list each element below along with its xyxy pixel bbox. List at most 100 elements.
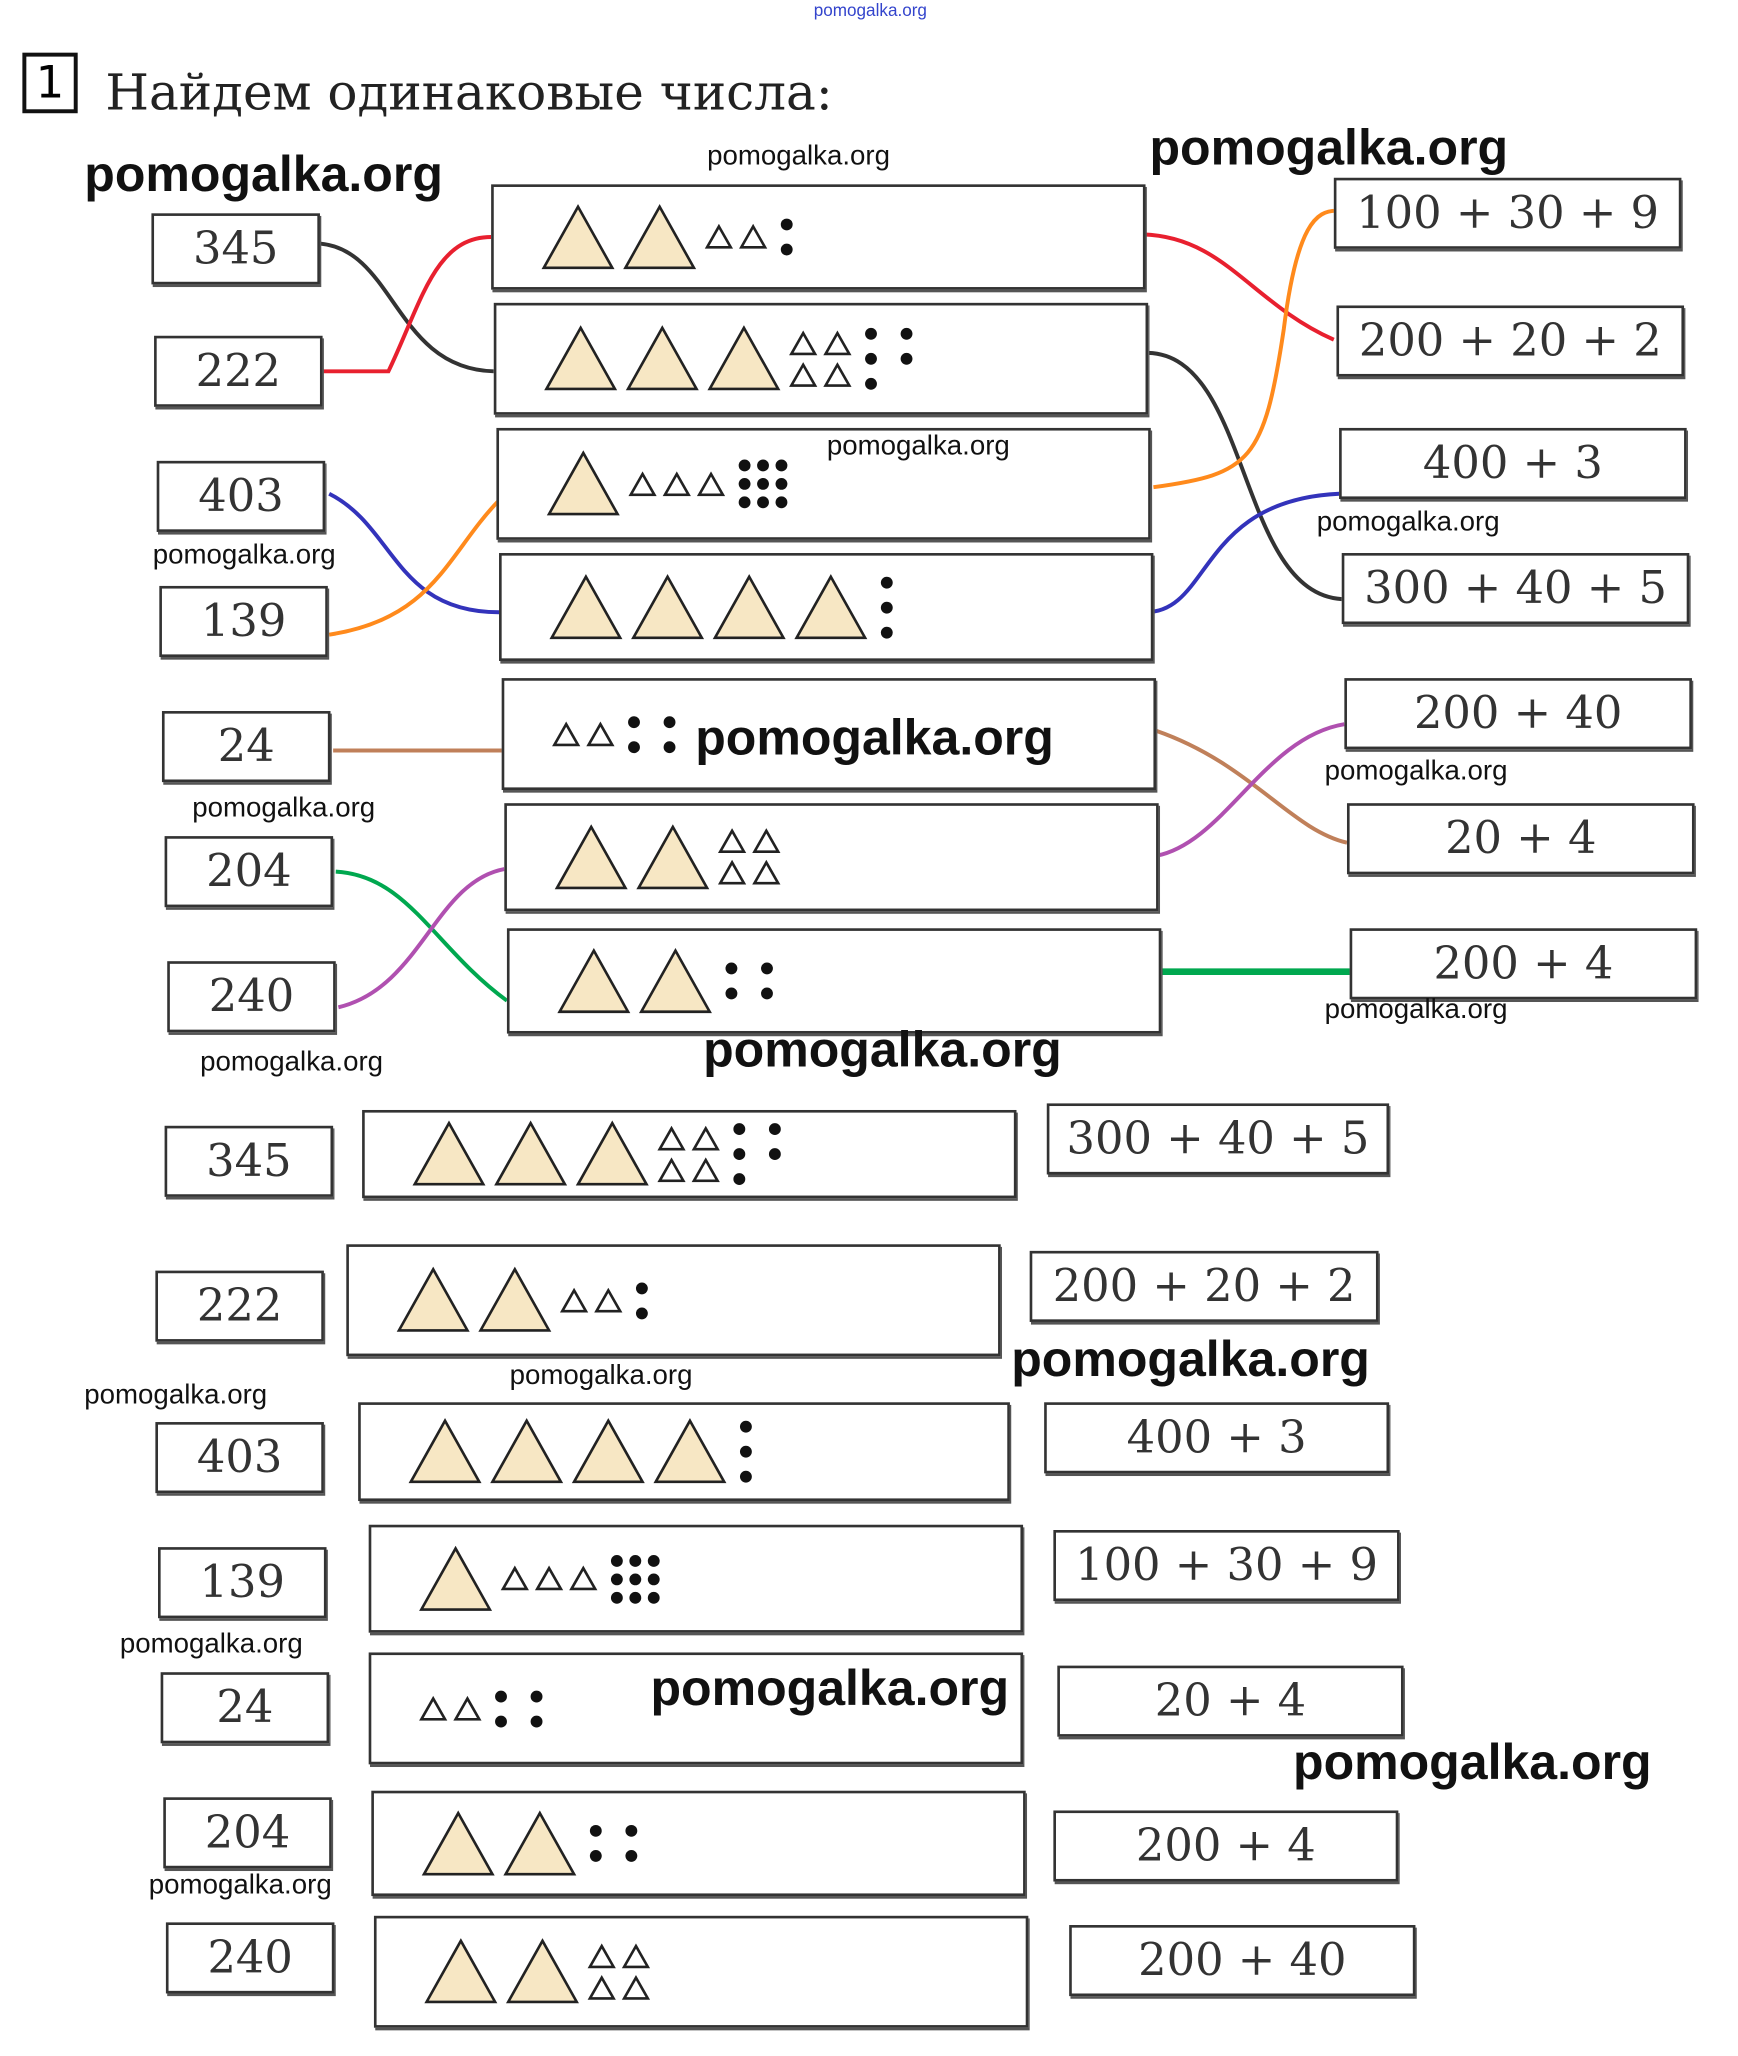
triangle-model-card[interactable] xyxy=(491,184,1146,290)
watermark: pomogalka.org xyxy=(1324,755,1508,787)
triangle-model-card[interactable] xyxy=(373,1915,1029,2028)
sum-box[interactable]: 200 + 4 xyxy=(1349,928,1698,1000)
green-connection-line xyxy=(335,869,509,1003)
dot-icon xyxy=(733,1173,746,1186)
watermark: pomogalka.org xyxy=(703,1023,1062,1079)
small-triangle-icon xyxy=(823,330,852,355)
dot-icon xyxy=(647,1591,660,1604)
watermark: pomogalka.org xyxy=(509,1360,693,1391)
large-triangle-icon xyxy=(571,1418,645,1484)
exercise-title: Найдем одинаковые числа: xyxy=(105,63,833,122)
small-triangle-icon xyxy=(662,470,691,496)
dot-icon xyxy=(900,327,913,340)
watermark: pomogalka.org xyxy=(84,1379,268,1411)
large-triangle-icon xyxy=(554,823,628,890)
sum-box[interactable]: 300 + 40 + 5 xyxy=(1341,553,1690,625)
watermark: pomogalka.org xyxy=(1316,506,1500,538)
blue-connection-line xyxy=(1145,491,1340,615)
dot-icon xyxy=(768,1123,781,1135)
sum-box[interactable]: 20 + 4 xyxy=(1057,1665,1404,1737)
watermark: pomogalka.org xyxy=(695,711,1054,767)
watermark: pomogalka.org xyxy=(84,147,443,203)
triangle-model-card[interactable] xyxy=(358,1402,1010,1502)
dot-icon xyxy=(495,1715,507,1727)
number-box[interactable]: 403 xyxy=(155,1422,324,1494)
sum-box[interactable]: 200 + 40 xyxy=(1344,678,1692,750)
number-box[interactable]: 403 xyxy=(156,460,326,532)
watermark: pomogalka.org xyxy=(826,430,1010,461)
dot-icon xyxy=(628,715,640,728)
number-box[interactable]: 345 xyxy=(151,213,320,285)
large-triangle-icon xyxy=(505,1938,579,2004)
watermark: pomogalka.org xyxy=(650,1661,1010,1717)
number-box[interactable]: 24 xyxy=(160,1672,330,1744)
dot-icon xyxy=(757,459,769,472)
small-triangle-icon xyxy=(621,1974,651,2000)
large-triangle-icon xyxy=(494,1120,568,1186)
triangle-model-card[interactable] xyxy=(504,803,1159,912)
sum-box[interactable]: 400 + 3 xyxy=(1044,1402,1390,1474)
dot-icon xyxy=(780,243,793,256)
number-box[interactable]: 139 xyxy=(159,585,328,658)
dot-icon xyxy=(733,1123,746,1135)
triangle-model-card[interactable] xyxy=(499,553,1154,661)
number-box[interactable]: 139 xyxy=(158,1547,327,1619)
brown-connection-line xyxy=(1155,728,1348,845)
triangle-model-card[interactable] xyxy=(371,1790,1026,1897)
triangle-model-card[interactable] xyxy=(493,302,1149,415)
watermark: pomogalka.org xyxy=(1324,994,1508,1025)
dot-icon xyxy=(635,1306,648,1319)
small-triangle-icon xyxy=(691,1125,720,1151)
small-triangle-icon xyxy=(552,721,581,746)
small-triangle-icon xyxy=(500,1565,529,1591)
number-box[interactable]: 240 xyxy=(167,961,336,1033)
dot-icon xyxy=(647,1572,660,1585)
triangle-model-card[interactable] xyxy=(368,1652,1024,1765)
sum-box[interactable]: 20 + 4 xyxy=(1346,803,1695,875)
sum-box[interactable]: 400 + 3 xyxy=(1339,427,1687,500)
small-triangle-icon xyxy=(789,361,818,387)
black-connection-line xyxy=(319,241,494,374)
sum-box[interactable]: 200 + 20 + 2 xyxy=(1336,305,1685,377)
sum-box[interactable]: 100 + 30 + 9 xyxy=(1053,1530,1400,1602)
number-box[interactable]: 240 xyxy=(165,1922,335,1994)
large-triangle-icon xyxy=(546,450,620,516)
triangle-model-card[interactable] xyxy=(496,427,1151,540)
triangle-model-card[interactable] xyxy=(368,1524,1024,1633)
dot-icon xyxy=(625,1824,638,1837)
dot-icon xyxy=(610,1591,623,1604)
triangle-model-card[interactable] xyxy=(506,928,1162,1034)
number-box[interactable]: 24 xyxy=(161,711,331,783)
number-box[interactable]: 204 xyxy=(163,1797,332,1869)
small-triangle-icon xyxy=(823,361,852,387)
number-box[interactable]: 222 xyxy=(155,1270,324,1342)
small-triangle-icon xyxy=(534,1565,564,1591)
large-triangle-icon xyxy=(549,573,623,639)
dot-icon xyxy=(768,1148,781,1161)
sum-box[interactable]: 300 + 40 + 5 xyxy=(1046,1103,1390,1175)
sum-box[interactable]: 200 + 40 xyxy=(1069,1925,1416,1997)
large-triangle-icon xyxy=(408,1418,482,1484)
number-box[interactable]: 222 xyxy=(154,335,323,407)
triangle-model-card[interactable] xyxy=(362,1109,1017,1199)
dot-icon xyxy=(629,1572,642,1585)
large-triangle-icon xyxy=(625,325,699,391)
triangle-model-card[interactable] xyxy=(346,1244,1001,1357)
small-triangle-icon xyxy=(696,470,726,496)
number-box[interactable]: 345 xyxy=(164,1125,334,1197)
dot-icon xyxy=(530,1689,543,1702)
number-box[interactable]: 204 xyxy=(164,836,334,908)
dot-icon xyxy=(739,1445,752,1458)
sum-box[interactable]: 200 + 20 + 2 xyxy=(1029,1250,1379,1322)
large-triangle-icon xyxy=(503,1810,577,1876)
large-triangle-icon xyxy=(653,1418,727,1484)
sum-box[interactable]: 100 + 30 + 9 xyxy=(1333,177,1682,249)
orange-connection-line xyxy=(328,498,501,637)
large-triangle-icon xyxy=(541,203,615,269)
dot-icon xyxy=(757,477,769,490)
large-triangle-icon xyxy=(544,325,618,391)
orange-connection-line xyxy=(1153,208,1337,490)
sum-box[interactable]: 200 + 4 xyxy=(1053,1810,1399,1882)
dot-icon xyxy=(780,218,793,231)
triangle-model-card[interactable] xyxy=(501,678,1157,791)
